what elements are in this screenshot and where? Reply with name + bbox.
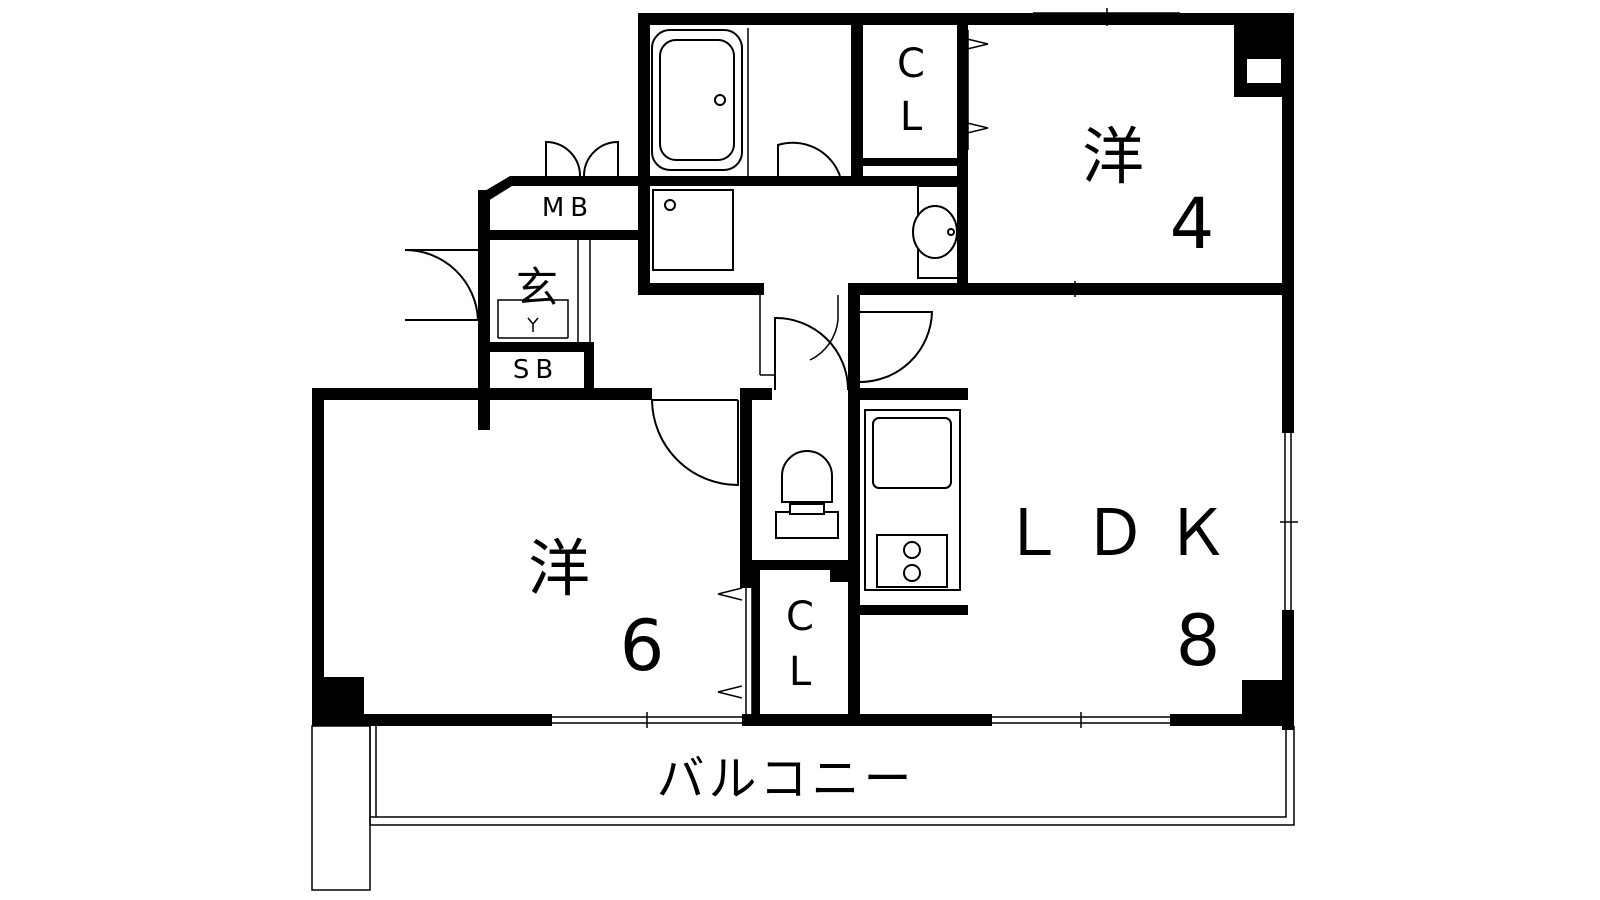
meter-box-label: MB [542,193,594,223]
closet-lower-l: L [789,649,812,695]
room-size-western-4: 4 [1170,183,1215,265]
balcony-label: バルコニー [656,751,915,807]
room-label-western-6: 洋 [528,532,590,605]
closet-upper-c: C [897,41,925,87]
entrance-label: 玄 [516,263,558,312]
closet-upper-l: L [900,94,923,140]
walls [312,13,1294,730]
room-label-western-4: 洋 [1082,120,1144,193]
room-size-western-6: 6 [620,605,665,687]
toilet-bowl [781,450,833,503]
kitchen-sink [872,417,952,489]
room-size-ldk: 8 [1176,600,1221,682]
toilet-tank [775,511,839,539]
openings [311,8,1298,891]
fixtures [651,29,961,591]
labels: 洋 4 洋 6 ＬＤＫ 8 C L C L MB 玄 SB バルコニー [513,41,1247,807]
shoe-box-label: SB [513,355,559,385]
room-label-ldk: ＬＤＫ [1001,497,1247,571]
closet-lower-c: C [786,594,814,640]
